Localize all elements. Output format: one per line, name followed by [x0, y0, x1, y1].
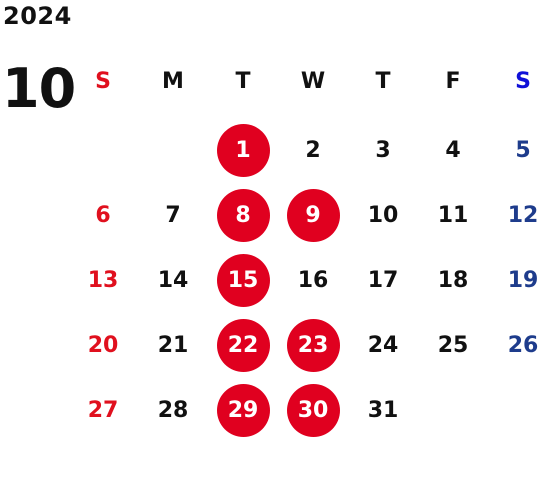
weekday-header-row: S M T W T F S [68, 64, 548, 100]
day-cell: 30 [278, 378, 348, 443]
day-number: 23 [297, 332, 329, 358]
holiday-highlight-circle: 9 [286, 189, 340, 242]
empty-day-cell [418, 378, 488, 443]
day-number: 4 [445, 137, 461, 163]
day-cell: 9 [278, 183, 348, 248]
weekday-thursday: T [375, 69, 391, 94]
day-number: 31 [367, 397, 399, 423]
day-cell: 4 [418, 118, 488, 183]
holiday-highlight-circle: 15 [216, 254, 270, 307]
day-number: 11 [437, 202, 469, 228]
day-number: 1 [235, 137, 251, 163]
day-cell: 24 [348, 313, 418, 378]
day-cell: 20 [68, 313, 138, 378]
day-number: 7 [165, 202, 181, 228]
day-cell: 21 [138, 313, 208, 378]
day-cell: 25 [418, 313, 488, 378]
weekday-friday: F [445, 69, 461, 94]
day-number: 24 [367, 332, 399, 358]
day-number: 20 [87, 332, 119, 358]
empty-day-cell [138, 118, 208, 183]
month-number: 10 [2, 57, 76, 120]
day-number: 29 [227, 397, 259, 423]
holiday-highlight-circle: 29 [216, 384, 270, 437]
empty-day-cell [68, 118, 138, 183]
day-number: 28 [157, 397, 189, 423]
day-number: 9 [305, 202, 321, 228]
weekday-wednesday: W [300, 69, 326, 94]
day-cell: 31 [348, 378, 418, 443]
holiday-highlight-circle: 30 [286, 384, 340, 437]
day-number: 10 [367, 202, 399, 228]
day-cell: 23 [278, 313, 348, 378]
day-number: 12 [507, 202, 539, 228]
day-number: 18 [437, 267, 469, 293]
day-cell: 17 [348, 248, 418, 313]
day-number: 2 [305, 137, 321, 163]
day-cell: 1 [208, 118, 278, 183]
day-cell: 29 [208, 378, 278, 443]
day-number: 13 [87, 267, 119, 293]
day-number: 16 [297, 267, 329, 293]
day-cell: 22 [208, 313, 278, 378]
day-number: 27 [87, 397, 119, 423]
day-number: 19 [507, 267, 539, 293]
day-number: 14 [157, 267, 189, 293]
day-cell: 28 [138, 378, 208, 443]
day-cell: 14 [138, 248, 208, 313]
day-cell: 2 [278, 118, 348, 183]
day-cell: 6 [68, 183, 138, 248]
day-cell: 11 [418, 183, 488, 248]
weekday-sunday: S [95, 69, 111, 94]
day-cell: 15 [208, 248, 278, 313]
day-number: 5 [515, 137, 531, 163]
day-cell: 26 [488, 313, 548, 378]
weekday-monday: M [162, 69, 184, 94]
holiday-highlight-circle: 23 [286, 319, 340, 372]
day-number: 17 [367, 267, 399, 293]
day-number: 15 [227, 267, 259, 293]
holiday-highlight-circle: 22 [216, 319, 270, 372]
day-number: 21 [157, 332, 189, 358]
empty-day-cell [488, 378, 548, 443]
day-number: 22 [227, 332, 259, 358]
day-number: 3 [375, 137, 391, 163]
day-cell: 8 [208, 183, 278, 248]
day-cell: 27 [68, 378, 138, 443]
year-label: 2024 [3, 2, 72, 30]
day-number: 30 [297, 397, 329, 423]
day-cell: 13 [68, 248, 138, 313]
day-number: 8 [235, 202, 251, 228]
day-cell: 5 [488, 118, 548, 183]
day-number: 26 [507, 332, 539, 358]
day-number: 25 [437, 332, 469, 358]
day-number: 6 [95, 202, 111, 228]
day-cell: 19 [488, 248, 548, 313]
day-cell: 10 [348, 183, 418, 248]
holiday-highlight-circle: 1 [216, 124, 270, 177]
day-cell: 7 [138, 183, 208, 248]
holiday-highlight-circle: 8 [216, 189, 270, 242]
day-cell: 16 [278, 248, 348, 313]
weekday-saturday: S [515, 69, 531, 94]
day-cell: 12 [488, 183, 548, 248]
weekday-tuesday: T [235, 69, 251, 94]
day-cell: 18 [418, 248, 488, 313]
day-cell: 3 [348, 118, 418, 183]
